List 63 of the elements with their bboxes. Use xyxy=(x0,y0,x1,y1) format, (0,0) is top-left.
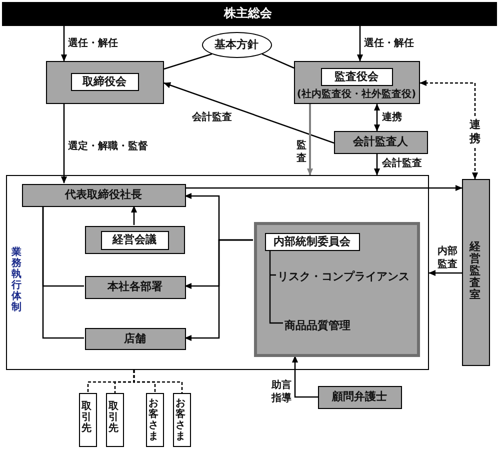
arrow xyxy=(130,206,138,225)
edge-label: 内部監査 xyxy=(437,246,458,271)
arrow xyxy=(60,26,68,62)
group-frame xyxy=(6,175,429,370)
arrow xyxy=(60,104,68,184)
node-label: 本社各部署 xyxy=(106,280,164,293)
policy-ellipse xyxy=(202,32,272,58)
edge-label: 会計監査 xyxy=(192,112,232,124)
title-label: 監査役会 xyxy=(320,68,392,86)
party-box xyxy=(173,393,191,447)
arrow xyxy=(374,154,380,176)
node-label: 代表取締役社長 xyxy=(64,188,143,201)
edge-label: 会計監査 xyxy=(382,158,422,170)
arrow xyxy=(356,26,364,62)
node-label: 取引先 xyxy=(108,400,118,434)
item-text: リスク・コンプライアンス xyxy=(278,270,410,283)
edge-label: 連携 xyxy=(469,118,481,146)
node-label: 顧問弁護士 xyxy=(330,390,388,403)
title-label: 内部統制委員会 xyxy=(264,232,360,250)
arrow xyxy=(428,270,462,276)
node-label: お客さま xyxy=(176,398,186,442)
party-box xyxy=(79,393,97,447)
process-box xyxy=(85,226,185,254)
title-label: 取締役会 xyxy=(70,72,138,90)
process-box xyxy=(318,386,402,409)
title-label: 経営会議 xyxy=(100,230,168,250)
process-box xyxy=(22,184,186,207)
arrow xyxy=(374,104,380,132)
connector-line xyxy=(133,370,183,393)
arrow xyxy=(306,104,314,176)
party-box xyxy=(146,393,164,447)
edge-label: 監査 xyxy=(296,140,307,165)
node-label: 基本方針 xyxy=(214,38,260,51)
edge-label: 選任・解任 xyxy=(68,38,118,50)
edge-label: 連携 xyxy=(382,112,402,124)
connector-line xyxy=(42,206,84,339)
connector-line xyxy=(164,53,212,70)
arrow xyxy=(185,184,462,192)
process-box xyxy=(85,328,186,350)
board-box xyxy=(46,61,164,104)
arrow xyxy=(164,82,334,144)
meeting-bar xyxy=(2,2,497,26)
process-box xyxy=(334,131,428,154)
process-box xyxy=(462,179,490,366)
edge-label: 選任・解任 xyxy=(364,38,414,50)
vertical-label: 業務執行体制 xyxy=(12,246,22,312)
node-label: 経営監査室 xyxy=(470,240,480,301)
process-box xyxy=(85,276,186,299)
item-text: 商品品質管理 xyxy=(284,318,350,332)
node-label: 会計監査人 xyxy=(352,134,409,148)
edge-label: 助言指導 xyxy=(271,380,292,405)
connector-line xyxy=(262,53,294,69)
node-label: 店舗 xyxy=(123,332,147,345)
party-box xyxy=(106,393,124,447)
auditor-board-box xyxy=(294,61,420,104)
node-label: お客さま xyxy=(148,398,158,442)
node-label: 取引先 xyxy=(82,400,92,434)
node-label: 株主総会 xyxy=(222,6,273,20)
arrow xyxy=(184,239,253,342)
committee-box xyxy=(254,222,420,357)
arrow xyxy=(292,356,318,398)
edge-label: 選定・解職・監督 xyxy=(68,141,148,154)
sub-text: (社内監査役・社外監査役) xyxy=(296,88,418,100)
